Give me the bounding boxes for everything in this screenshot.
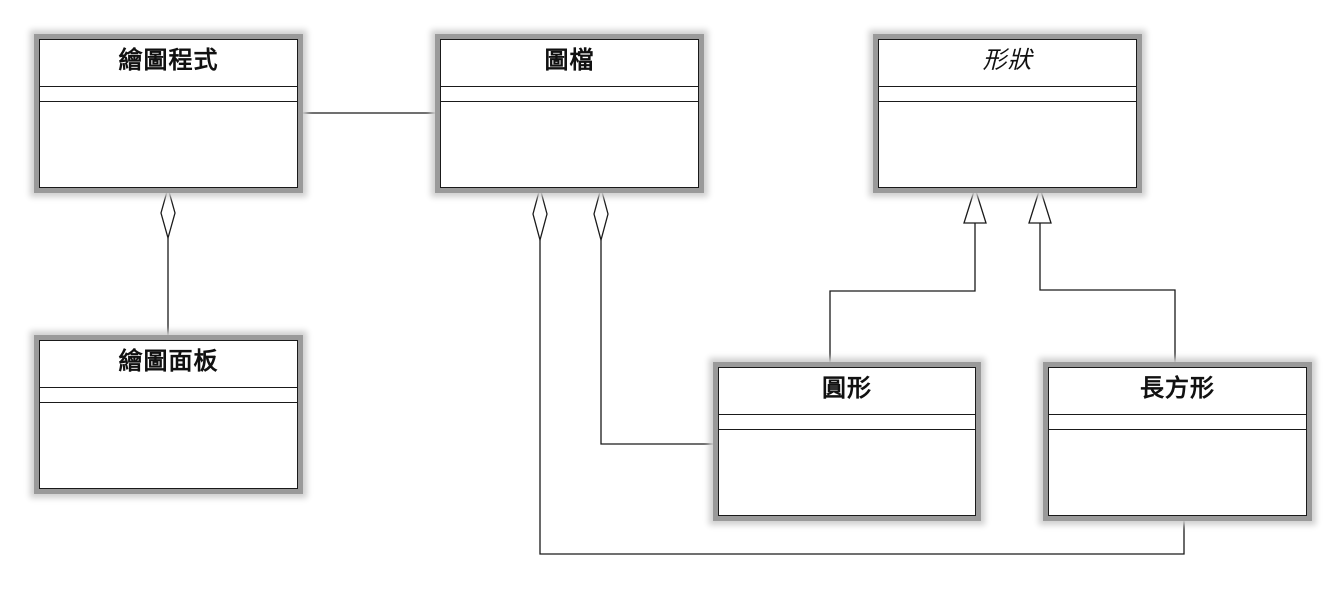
class-operations-compartment [40, 102, 297, 187]
aggregation-diamond-program [160, 185, 176, 241]
class-attributes-compartment [40, 87, 297, 102]
class-name: 圓形 [719, 368, 975, 415]
class-operations-compartment [40, 403, 297, 488]
aggregation-diamond-file-circle [593, 185, 609, 243]
class-operations-compartment [879, 102, 1136, 187]
generalization-line-rectangle [1039, 223, 1176, 368]
aggregation-diamond-file-rectangle [532, 185, 548, 243]
class-circle[interactable]: 圓形 [718, 367, 976, 516]
generalization-arrow-circle [963, 185, 987, 224]
class-drawing-panel[interactable]: 繪圖面板 [39, 340, 298, 489]
aggregation-line-file-circle [600, 240, 718, 445]
generalization-arrow-rectangle [1028, 185, 1052, 224]
generalization-line-circle [829, 223, 976, 368]
class-name: 繪圖面板 [40, 341, 297, 388]
class-attributes-compartment [719, 415, 975, 430]
class-attributes-compartment [40, 388, 297, 403]
class-operations-compartment [719, 430, 975, 515]
class-shape[interactable]: 形狀 [878, 39, 1137, 188]
class-drawing-file[interactable]: 圖檔 [440, 39, 699, 188]
class-operations-compartment [1049, 430, 1306, 515]
class-name: 圖檔 [441, 40, 698, 87]
class-name: 繪圖程式 [40, 40, 297, 87]
class-attributes-compartment [441, 87, 698, 102]
class-attributes-compartment [879, 87, 1136, 102]
class-operations-compartment [441, 102, 698, 187]
class-attributes-compartment [1049, 415, 1306, 430]
class-name: 形狀 [879, 40, 1136, 87]
aggregation-line-file-rectangle [539, 240, 1185, 555]
class-drawing-program[interactable]: 繪圖程式 [39, 39, 298, 188]
class-name: 長方形 [1049, 368, 1306, 415]
class-rectangle[interactable]: 長方形 [1048, 367, 1307, 516]
